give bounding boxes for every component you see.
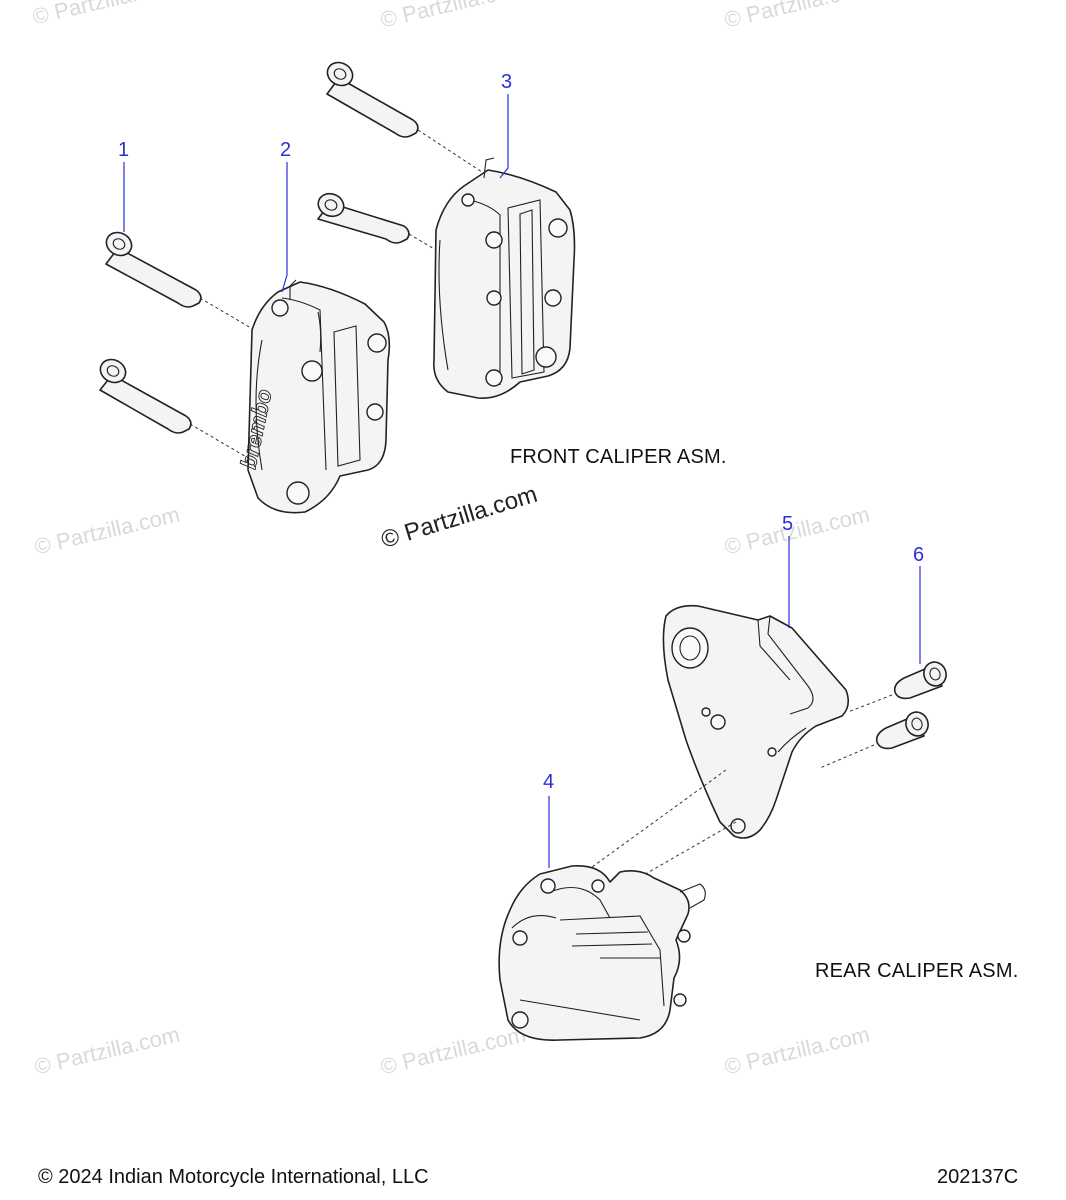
callout-3[interactable]: 3 <box>501 71 513 93</box>
bolt-3-upper[interactable] <box>323 58 419 138</box>
bolt-6-lower[interactable] <box>875 709 932 750</box>
rear-caliper-bracket[interactable] <box>662 604 850 839</box>
bolt-3-lower[interactable] <box>315 190 410 244</box>
callout-6[interactable]: 6 <box>913 544 925 566</box>
copyright-text: © 2024 Indian Motorcycle International, … <box>38 1166 429 1188</box>
callout-1[interactable]: 1 <box>118 139 130 161</box>
callout-2[interactable]: 2 <box>280 139 292 161</box>
front-caliper-right[interactable] <box>432 157 576 399</box>
diagram-id: 202137C <box>937 1166 1019 1188</box>
bolt-1-lower[interactable] <box>96 355 192 434</box>
bolt-6-upper[interactable] <box>893 659 950 700</box>
front-caliper-left[interactable]: brembo <box>235 279 391 514</box>
callout-5[interactable]: 5 <box>782 513 794 535</box>
leader-2 <box>281 162 288 293</box>
front-caliper-label: FRONT CALIPER ASM. <box>510 446 727 468</box>
rear-caliper[interactable] <box>498 865 706 1041</box>
bolt-1-upper[interactable] <box>102 228 202 308</box>
rear-caliper-label: REAR CALIPER ASM. <box>815 960 1019 982</box>
leader-3 <box>499 94 509 179</box>
callout-4[interactable]: 4 <box>543 771 555 793</box>
